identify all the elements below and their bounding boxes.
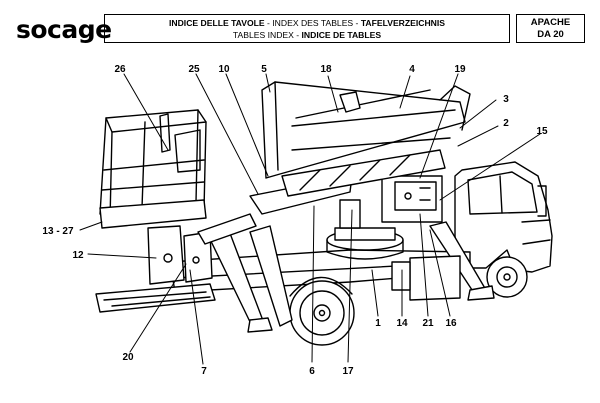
title-de: TAFELVERZEICHNIS [360, 18, 445, 28]
truck-cab [454, 161, 553, 273]
boom-truss [281, 149, 446, 197]
title-fr: - INDEX DES TABLES - [264, 18, 361, 28]
callout-10: 10 [218, 64, 230, 75]
basket-bracket [147, 213, 257, 285]
control-box [381, 175, 461, 301]
leader-lines [79, 73, 541, 365]
callout-7: 7 [201, 366, 207, 377]
callout-17: 17 [342, 366, 354, 377]
callout-18: 18 [320, 64, 332, 75]
callout-6: 6 [309, 366, 315, 377]
work-basket [99, 109, 207, 229]
callout-5: 5 [261, 64, 267, 75]
front-wheel [486, 256, 528, 298]
callout-4: 4 [409, 64, 415, 75]
socage-logo: socage [16, 15, 112, 44]
title-line-1: INDICE DELLE TAVOLE - INDEX DES TABLES -… [105, 17, 509, 29]
callout-25: 25 [188, 64, 200, 75]
callout-15: 15 [536, 126, 548, 137]
title-it: INDICE DELLE TAVOLE [169, 18, 265, 28]
model-code-box: APACHE DA 20 [516, 14, 585, 43]
title-en: TABLES INDEX - [232, 30, 302, 40]
callout-2: 2 [503, 118, 509, 129]
title-es: INDICE DE TABLES [301, 30, 382, 40]
model-code: DA 20 [537, 29, 564, 40]
upper-boom [261, 81, 471, 179]
callout-20: 20 [122, 352, 134, 363]
rear-wheel [289, 276, 355, 346]
outrigger-rear [207, 227, 273, 333]
callout-1: 1 [375, 318, 381, 329]
callout-26: 26 [114, 64, 126, 75]
model-name: APACHE [530, 17, 571, 28]
callout-19: 19 [454, 64, 466, 75]
index-title-box: INDICE DELLE TAVOLE - INDEX DES TABLES -… [104, 14, 510, 43]
callout-14: 14 [396, 318, 408, 329]
callout-labels: 26 25 10 5 18 4 19 3 2 15 13 - 27 12 20 … [42, 64, 548, 377]
callout-3: 3 [503, 94, 509, 105]
callout-16: 16 [445, 318, 457, 329]
callout-21: 21 [422, 318, 434, 329]
callout-12: 12 [72, 250, 84, 261]
title-line-2: TABLES INDEX - INDICE DE TABLES [105, 29, 509, 41]
turret-base [326, 199, 404, 260]
callout-13-27: 13 - 27 [42, 226, 74, 237]
